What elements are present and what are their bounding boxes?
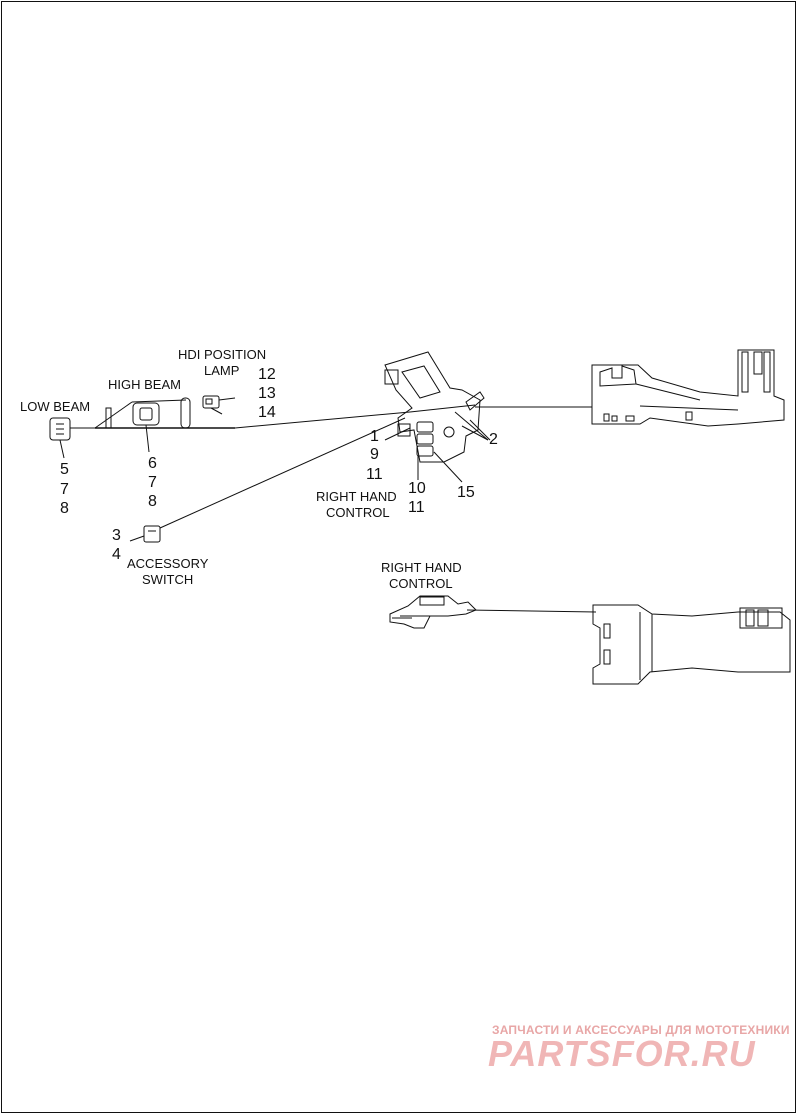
callout-rh-left-3: 11 — [366, 466, 383, 483]
right-hand-control-side-view — [389, 595, 477, 629]
callout-low-beam-3: 8 — [60, 500, 69, 517]
accessory-switch-label-line1: ACCESSORY — [127, 556, 209, 571]
callout-rh-left-2: 9 — [370, 446, 379, 463]
callout-item-15: 15 — [457, 484, 475, 501]
callout-accessory-1: 3 — [112, 527, 121, 544]
right-hand-control-lower-label-line1: RIGHT HAND — [381, 560, 462, 575]
hdi-position-lamp-connector — [202, 395, 236, 415]
high-beam-connector — [105, 397, 191, 453]
handlebar-grip-lower — [592, 604, 791, 685]
low-beam-connector — [49, 417, 95, 459]
callout-high-beam-1: 6 — [148, 455, 157, 472]
callout-hdi-1: 12 — [258, 366, 276, 383]
watermark-tagline: ЗАПЧАСТИ И АКСЕССУАРЫ ДЛЯ МОТОТЕХНИКИ — [492, 1023, 790, 1037]
callout-high-beam-3: 8 — [148, 493, 157, 510]
callout-low-beam-1: 5 — [60, 461, 69, 478]
high-beam-label: HIGH BEAM — [108, 377, 181, 392]
right-hand-control-housing — [384, 351, 485, 463]
callout-low-beam-2: 7 — [60, 481, 69, 498]
low-beam-label: LOW BEAM — [20, 399, 91, 414]
callout-rh-left-1: 1 — [370, 428, 379, 445]
hdi-position-lamp-label-line2: LAMP — [204, 363, 240, 378]
accessory-switch-label-line2: SWITCH — [142, 572, 194, 587]
callout-hdi-2: 13 — [258, 385, 276, 402]
leader-lines — [384, 411, 491, 483]
watermark-brand: PARTSFOR.RU — [488, 1033, 756, 1074]
accessory-switch-connector — [129, 525, 161, 543]
callout-hdi-3: 14 — [258, 404, 276, 421]
right-hand-control-label-line2: CONTROL — [326, 505, 390, 520]
hdi-position-lamp-label-line1: HDI POSITION — [178, 347, 267, 362]
right-hand-control-lower-label-line2: CONTROL — [389, 576, 453, 591]
harness-wires — [94, 399, 597, 613]
callout-accessory-2: 4 — [112, 546, 121, 563]
callout-rh-bottom-1: 10 — [408, 480, 426, 497]
handlebar-grip-upper — [591, 349, 785, 427]
callout-rh-bottom-2: 11 — [408, 499, 425, 516]
callout-high-beam-2: 7 — [148, 474, 157, 491]
callout-item-2: 2 — [489, 431, 498, 448]
right-hand-control-label-line1: RIGHT HAND — [316, 489, 397, 504]
